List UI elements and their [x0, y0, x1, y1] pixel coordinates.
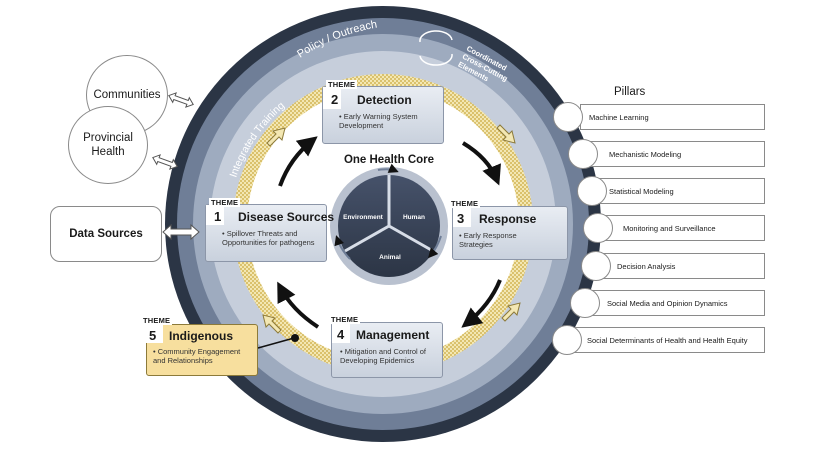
- pillar-item: Social Determinants of Health and Health…: [574, 327, 765, 353]
- cross-cutting-cycle-arc-2: [419, 53, 453, 66]
- pillar-label: Statistical Modeling: [609, 186, 674, 196]
- core-label-human: Human: [403, 214, 425, 221]
- theme-3-title: Response: [479, 212, 537, 226]
- core-title: One Health Core: [344, 154, 434, 166]
- theme-5-description: Community Engagement and Relationships: [153, 347, 243, 365]
- theme-4-tag: THEME: [329, 315, 361, 324]
- pillar-item: Social Media and Opinion Dynamics: [586, 290, 765, 316]
- theme-4-number: 4: [337, 327, 345, 342]
- pillars-title: Pillars: [614, 86, 646, 98]
- theme-3-response-box: THEME 3 Response Early Response Strategi…: [449, 199, 568, 260]
- core-cycle-arrow-3: [334, 235, 351, 260]
- theme-3-number: 3: [457, 211, 465, 226]
- pillar-label: Decision Analysis: [617, 261, 676, 271]
- pillar-connector-circle: [568, 139, 598, 169]
- theme-4-title: Management: [356, 328, 430, 342]
- core-divider-right: [388, 224, 434, 253]
- pillar-item: Decision Analysis: [596, 253, 765, 279]
- theme-5-number: 5: [149, 328, 157, 343]
- pillar-label: Monitoring and Surveillance: [623, 223, 716, 233]
- pillar-item: Machine Learning: [580, 104, 765, 130]
- indigenous-connector-dot: [291, 334, 299, 342]
- theme-5-tag: THEME: [141, 316, 173, 325]
- double-arrow-provincial: [152, 154, 178, 170]
- theme-2-description: Early Warning System Development: [339, 112, 439, 130]
- core-label-environment: Environment: [343, 214, 384, 221]
- theme-1-title: Disease Sources: [238, 210, 335, 224]
- pillar-label: Mechanistic Modeling: [609, 149, 682, 159]
- pillar-item: Mechanistic Modeling: [590, 141, 765, 167]
- theme-1-description: Spillover Threats and Opportunities for …: [222, 229, 322, 247]
- core-divider-left: [344, 224, 390, 253]
- theme-2-tag: THEME: [326, 80, 358, 89]
- pillar-label: Machine Learning: [589, 112, 649, 122]
- pillar-item: Statistical Modeling: [590, 178, 765, 204]
- theme-2-number: 2: [331, 92, 339, 107]
- band-arrow-ne: [496, 124, 516, 144]
- pillar-label: Social Media and Opinion Dynamics: [607, 298, 728, 308]
- double-arrow-communities: [168, 92, 194, 108]
- cross-cutting-cycle-arc-1: [419, 30, 453, 43]
- cycle-arrow-3-to-4: [461, 279, 502, 328]
- pillar-connector-circle: [553, 102, 583, 132]
- pillar-connector-circle: [552, 325, 582, 355]
- theme-2-title: Detection: [357, 93, 412, 107]
- cycle-arrow-1-to-2: [278, 136, 318, 187]
- theme-3-description: Early Response Strategies: [459, 231, 549, 249]
- cycle-arrow-2-to-3: [461, 141, 501, 186]
- data-sources-label: Data Sources: [69, 228, 143, 240]
- provincial-health-label: Provincial Health: [83, 132, 133, 158]
- communities-label: Communities: [93, 89, 161, 101]
- theme-3-tag: THEME: [449, 199, 481, 208]
- theme-4-description: Mitigation and Control of Developing Epi…: [340, 347, 435, 365]
- theme-1-number: 1: [214, 209, 222, 224]
- pillar-label: Social Determinants of Health and Health…: [587, 335, 748, 345]
- pillar-connector-circle: [583, 213, 613, 243]
- band-arrow-se: [501, 302, 521, 322]
- double-arrow-data-sources: [162, 223, 200, 241]
- pillar-connector-circle: [570, 288, 600, 318]
- cycle-arrow-4-to-1: [277, 281, 320, 329]
- core-label-animal: Animal: [379, 254, 401, 261]
- pillar-item: Monitoring and Surveillance: [600, 215, 765, 241]
- band-arrow-sw: [262, 314, 282, 334]
- theme-4-management-box: THEME 4 Management Mitigation and Contro…: [329, 315, 443, 378]
- core-cycle-arrow-1: [377, 163, 399, 173]
- theme-1-tag: THEME: [209, 198, 241, 207]
- band-arrow-nw: [266, 127, 286, 147]
- pillar-connector-circle: [577, 176, 607, 206]
- theme-5-title: Indigenous: [169, 329, 233, 343]
- core-cycle-arrow-2: [428, 235, 442, 259]
- provincial-health-bubble: Provincial Health: [68, 106, 148, 184]
- data-sources-box: Data Sources: [50, 206, 162, 262]
- pillar-connector-circle: [581, 251, 611, 281]
- theme-5-indigenous-box: THEME 5 Indigenous Community Engagement …: [141, 316, 258, 376]
- theme-2-detection-box: THEME 2 Detection Early Warning System D…: [322, 80, 444, 144]
- indigenous-connector: [257, 337, 295, 349]
- theme-1-disease-sources-box: THEME 1 Disease Sources Spillover Threat…: [205, 198, 334, 262]
